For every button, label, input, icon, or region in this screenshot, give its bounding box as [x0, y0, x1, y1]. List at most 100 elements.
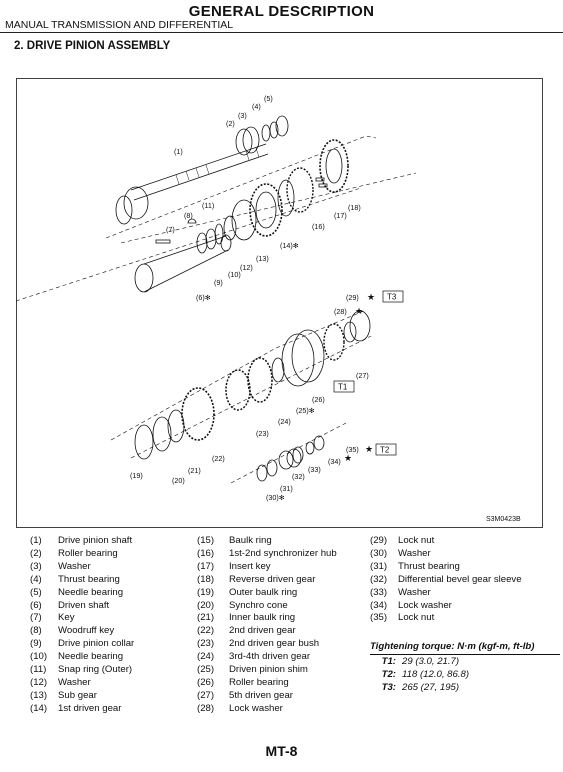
callout-25: (25)✻: [296, 406, 315, 415]
exploded-diagram: T3 T1 T2 ★ ★ ★ ★ (1) (2) (3) (4) (5) (6)…: [16, 78, 543, 528]
parts-legend-col3: (29)Lock nut (30)Washer (31)Thrust beari…: [370, 535, 522, 625]
callout-10: (10): [228, 270, 241, 279]
washer-30: [256, 464, 268, 482]
legend-item: (22)2nd driven gear: [197, 625, 296, 637]
washer-12: [223, 215, 237, 241]
callout-7: (7): [166, 225, 175, 234]
page-number: MT-8: [265, 743, 298, 759]
insert-keys: [315, 177, 328, 188]
legend-item: (4)Thrust bearing: [30, 573, 120, 585]
legend-item: (33)Washer: [370, 586, 431, 598]
legend-item: (2)Roller bearing: [30, 547, 118, 559]
driven-pinion-shim: [271, 357, 285, 383]
second-driven-gear: [181, 387, 215, 441]
needle-bearing-5: [275, 115, 289, 137]
parts-legend-col1: (1)Drive pinion shaft (2)Roller bearing …: [30, 535, 134, 716]
callout-12: (12): [240, 263, 253, 272]
figure-frame: [16, 78, 543, 528]
reverse-driven-gear: [319, 139, 349, 193]
lock-nut-29: [349, 310, 371, 342]
legend-item: (15)Baulk ring: [197, 535, 272, 546]
page-title: GENERAL DESCRIPTION: [188, 3, 375, 20]
roller-bearing-2: [235, 126, 260, 156]
legend-item: (8)Woodruff key: [30, 625, 115, 637]
callout-11: (11): [202, 201, 214, 210]
thrust-bearing-4: [269, 121, 279, 139]
legend-item: (20)Synchro cone: [197, 599, 288, 611]
callout-3: (3): [238, 111, 247, 120]
callout-24: (24): [278, 417, 291, 426]
snap-ring: [214, 223, 224, 245]
callout-28: (28): [334, 307, 347, 316]
legend-item: (26)Roller bearing: [197, 676, 289, 688]
legend-item: (5)Needle bearing: [30, 586, 124, 598]
tighten-star-34: ★: [344, 453, 352, 463]
header-rule: [0, 32, 563, 33]
callout-29: (29): [346, 293, 359, 302]
legend-item: (34)Lock washer: [370, 599, 452, 611]
torque-row: T2:118 (12.0, 86.8): [381, 669, 470, 680]
legend-item: (29)Lock nut: [370, 535, 435, 546]
sub-gear: [231, 199, 257, 241]
needle-bearing-10: [205, 228, 217, 250]
lock-nut-35: [313, 435, 325, 451]
callout-35: (35): [346, 445, 359, 454]
legend-item: (25)Driven pinion shim: [197, 664, 308, 676]
legend-item: (31)Thrust bearing: [370, 560, 460, 572]
callout-14: (14)✻: [280, 241, 299, 250]
figure-code: S3M0423B: [486, 516, 521, 523]
torque-box-t3: T3: [387, 293, 397, 302]
legend-item: (21)Inner baulk ring: [197, 612, 296, 624]
woodruff-key-8: [187, 218, 197, 224]
callout-32: (32): [292, 472, 305, 481]
legend-item: (9)Drive pinion collar: [30, 638, 135, 650]
manual-subtitle: MANUAL TRANSMISSION AND DIFFERENTIAL: [5, 19, 234, 31]
tighten-star-28: ★: [355, 306, 363, 316]
legend-item: (17)Insert key: [197, 560, 271, 572]
fifth-driven-gear: [323, 323, 345, 361]
callout-26: (26): [312, 395, 325, 404]
outer-baulk-ring: [134, 424, 154, 460]
legend-item: (10)Needle bearing: [30, 651, 124, 663]
legend-item: (28)Lock washer: [197, 702, 283, 714]
inner-baulk-ring: [167, 409, 185, 443]
callout-19: (19): [130, 471, 143, 480]
washer-3: [261, 124, 271, 142]
callout-1: (1): [174, 147, 183, 156]
first-driven-gear: [249, 183, 283, 237]
tighten-star-t2: ★: [365, 444, 373, 454]
legend-item: (23)2nd driven gear bush: [197, 638, 320, 650]
legend-item: (18)Reverse driven gear: [197, 573, 316, 585]
legend-item: (6)Driven shaft: [30, 599, 110, 611]
bevel-gear-sleeve: [278, 448, 302, 470]
thrust-bearing-31: [266, 459, 278, 477]
legend-item: (13)Sub gear: [30, 689, 97, 701]
torque-row: T1:29 (3.0, 21.7): [381, 656, 460, 667]
legend-item: (24)3rd-4th driven gear: [197, 651, 311, 663]
callout-21: (21): [188, 466, 201, 475]
legend-item: (11)Snap ring (Outer): [30, 664, 133, 676]
legend-item: (30)Washer: [370, 547, 431, 559]
legend-item: (14)1st driven gear: [30, 702, 122, 714]
legend-item: (12)Washer: [30, 676, 91, 688]
legend-item: (3)Washer: [30, 560, 91, 572]
callout-16: (16): [312, 222, 325, 231]
legend-item: (35)Lock nut: [370, 612, 435, 624]
callout-23: (23): [256, 429, 269, 438]
legend-item: (1)Drive pinion shaft: [30, 535, 133, 546]
washer-33: [292, 446, 304, 464]
callout-34: (34): [328, 457, 341, 466]
tighten-star-t3: ★: [367, 292, 375, 302]
callout-13: (13): [256, 254, 269, 263]
key-7: [155, 239, 171, 244]
callout-27: (27): [356, 371, 369, 380]
legend-item: (7)Key: [30, 612, 75, 624]
callout-33: (33): [308, 465, 321, 474]
callout-5: (5): [264, 94, 273, 103]
section-heading: 2. DRIVE PINION ASSEMBLY: [14, 40, 171, 52]
torque-heading: Tightening torque: N·m (kgf-m, ft-lb): [370, 640, 560, 655]
legend-item: (19)Outer baulk ring: [197, 586, 298, 598]
callout-17: (17): [334, 211, 347, 220]
lock-washer-34: [305, 441, 315, 455]
roller-bearing-26: [281, 329, 325, 387]
